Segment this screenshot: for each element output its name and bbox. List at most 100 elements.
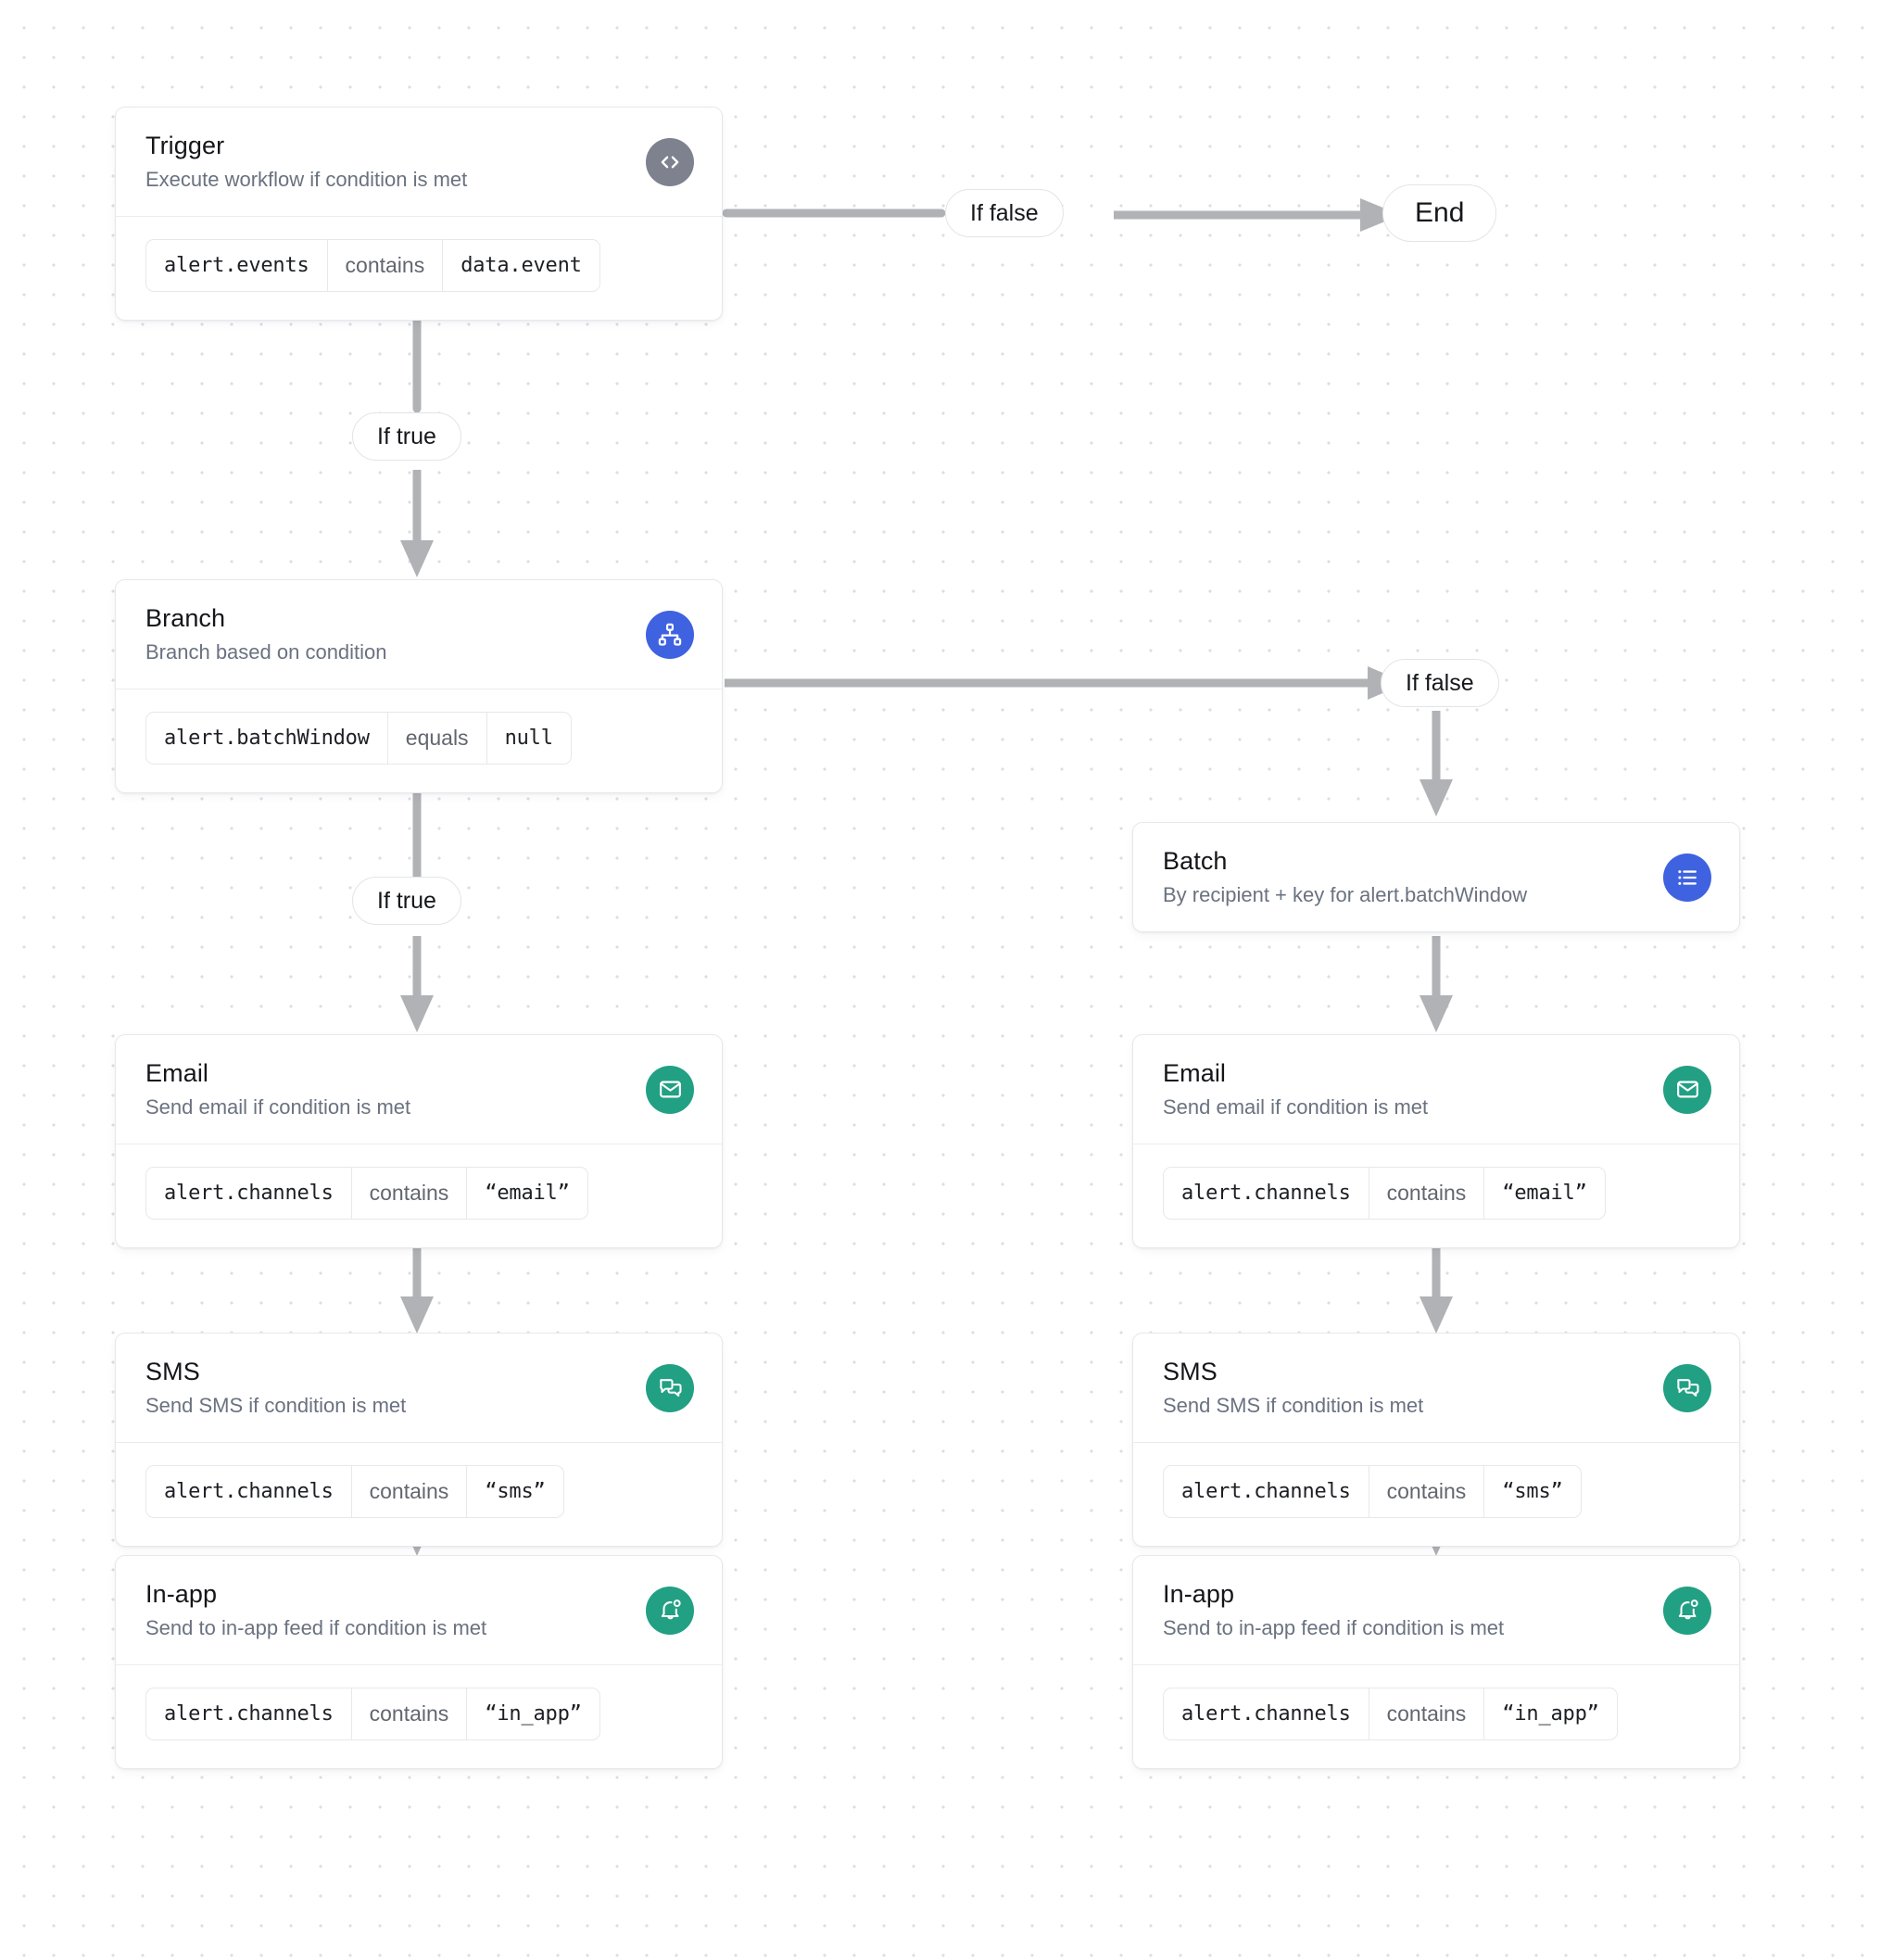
edge-if-false-to-end <box>1112 195 1408 235</box>
card-header: Branch Branch based on condition <box>116 580 722 689</box>
condition-operator: contains <box>1368 1168 1484 1220</box>
condition-field: alert.channels <box>1181 1702 1351 1726</box>
node-title: Email <box>145 1059 209 1087</box>
condition-value: “email” <box>466 1168 587 1220</box>
node-subtitle: By recipient + key for alert.batchWindow <box>1163 883 1528 907</box>
condition-value: “sms” <box>1483 1466 1580 1518</box>
condition-operator: contains <box>350 1168 467 1220</box>
node-title: Trigger <box>145 132 225 159</box>
edge-branch-to-if-true <box>398 778 435 883</box>
node-title: Batch <box>1163 847 1228 875</box>
edge-batch-to-email-right <box>1416 934 1457 1036</box>
card-header: Batch By recipient + key for alert.batch… <box>1133 823 1739 931</box>
envelope-icon <box>646 1065 694 1114</box>
node-card-branch[interactable]: Branch Branch based on condition alert.b… <box>115 579 723 794</box>
node-title: In-app <box>145 1580 218 1608</box>
node-subtitle: Send email if condition is met <box>145 1095 411 1119</box>
node-subtitle: Send to in-app feed if condition is met <box>145 1616 487 1640</box>
edge-label-trigger-if-false[interactable]: If false <box>945 189 1064 237</box>
node-card-sms-right[interactable]: SMS Send SMS if condition is met alert.c… <box>1132 1333 1740 1548</box>
condition-pill[interactable]: alert.channels contains “in_app” <box>1163 1688 1618 1741</box>
node-card-email-left[interactable]: Email Send email if condition is met ale… <box>115 1034 723 1249</box>
condition-operator: contains <box>326 240 443 292</box>
node-card-inapp-right[interactable]: In-app Send to in-app feed if condition … <box>1132 1555 1740 1770</box>
condition-pill[interactable]: alert.batchWindow equals null <box>145 712 572 765</box>
condition-field: alert.events <box>164 254 309 278</box>
card-body: alert.events contains data.event <box>116 217 722 320</box>
card-body: alert.channels contains “sms” <box>1133 1443 1739 1546</box>
card-header: In-app Send to in-app feed if condition … <box>1133 1556 1739 1664</box>
condition-pill[interactable]: alert.channels contains “sms” <box>145 1465 564 1519</box>
condition-value: “in_app” <box>1483 1688 1616 1740</box>
node-card-batch[interactable]: Batch By recipient + key for alert.batch… <box>1132 822 1740 933</box>
edge-if-false-to-batch <box>1416 709 1457 820</box>
card-divider <box>1133 1664 1739 1666</box>
condition-field: alert.channels <box>164 1702 334 1726</box>
edge-if-true-to-email <box>397 934 437 1036</box>
condition-value: “in_app” <box>466 1688 599 1740</box>
condition-operator: contains <box>350 1688 467 1740</box>
node-card-email-right[interactable]: Email Send email if condition is met ale… <box>1132 1034 1740 1249</box>
hierarchy-icon <box>646 610 694 659</box>
card-header: Email Send email if condition is met <box>1133 1035 1739 1144</box>
condition-operator: contains <box>1368 1688 1484 1740</box>
node-subtitle: Send email if condition is met <box>1163 1095 1429 1119</box>
condition-value: null <box>486 713 571 765</box>
node-card-trigger[interactable]: Trigger Execute workflow if condition is… <box>115 107 723 322</box>
condition-field: alert.channels <box>164 1182 334 1206</box>
card-header: Trigger Execute workflow if condition is… <box>116 107 722 216</box>
edge-email-to-sms-right <box>1416 1246 1457 1337</box>
card-body: alert.channels contains “sms” <box>116 1443 722 1546</box>
card-divider <box>1133 1442 1739 1444</box>
condition-field: alert.channels <box>164 1480 334 1504</box>
code-brackets-icon <box>646 137 694 186</box>
edge-label-branch-if-true[interactable]: If true <box>352 877 461 925</box>
condition-pill[interactable]: alert.events contains data.event <box>145 239 600 293</box>
node-card-inapp-left[interactable]: In-app Send to in-app feed if condition … <box>115 1555 723 1770</box>
card-body: alert.channels contains “in_app” <box>116 1665 722 1768</box>
card-divider <box>116 216 722 218</box>
card-header: SMS Send SMS if condition is met <box>116 1334 722 1442</box>
chat-bubbles-icon <box>646 1363 694 1412</box>
edge-label-branch-if-false[interactable]: If false <box>1381 659 1499 707</box>
bell-dot-icon <box>1663 1586 1711 1635</box>
condition-pill[interactable]: alert.channels contains “email” <box>1163 1167 1606 1220</box>
condition-operator: contains <box>350 1466 467 1518</box>
edge-label-trigger-if-true[interactable]: If true <box>352 412 461 461</box>
card-divider <box>116 1664 722 1666</box>
condition-value: “sms” <box>466 1466 562 1518</box>
card-header: SMS Send SMS if condition is met <box>1133 1334 1739 1442</box>
condition-value: data.event <box>442 240 599 292</box>
condition-value: “email” <box>1483 1168 1604 1220</box>
node-subtitle: Send SMS if condition is met <box>145 1394 407 1418</box>
condition-field: alert.channels <box>1181 1182 1351 1206</box>
list-icon <box>1663 853 1711 902</box>
card-header: In-app Send to in-app feed if condition … <box>116 1556 722 1664</box>
edge-email-to-sms-left <box>397 1246 437 1337</box>
card-body: alert.batchWindow equals null <box>116 689 722 792</box>
card-body: alert.channels contains “email” <box>1133 1144 1739 1247</box>
edge-trigger-to-if-false <box>722 195 946 232</box>
condition-field: alert.batchWindow <box>164 727 370 751</box>
condition-pill[interactable]: alert.channels contains “email” <box>145 1167 588 1220</box>
node-end[interactable]: End <box>1382 184 1497 242</box>
condition-field: alert.channels <box>1181 1480 1351 1504</box>
condition-pill[interactable]: alert.channels contains “in_app” <box>145 1688 600 1741</box>
chat-bubbles-icon <box>1663 1363 1711 1412</box>
node-title: SMS <box>1163 1358 1218 1385</box>
condition-operator: contains <box>1368 1466 1484 1518</box>
node-subtitle: Send SMS if condition is met <box>1163 1394 1424 1418</box>
node-subtitle: Send to in-app feed if condition is met <box>1163 1616 1505 1640</box>
node-title: In-app <box>1163 1580 1235 1608</box>
card-divider <box>116 1442 722 1444</box>
condition-operator: equals <box>386 713 486 765</box>
condition-pill[interactable]: alert.channels contains “sms” <box>1163 1465 1582 1519</box>
edge-if-true-to-branch <box>397 468 437 579</box>
bell-dot-icon <box>646 1586 694 1635</box>
node-title: SMS <box>145 1358 200 1385</box>
card-body: alert.channels contains “in_app” <box>1133 1665 1739 1768</box>
node-subtitle: Branch based on condition <box>145 640 387 664</box>
envelope-icon <box>1663 1065 1711 1114</box>
node-card-sms-left[interactable]: SMS Send SMS if condition is met alert.c… <box>115 1333 723 1548</box>
